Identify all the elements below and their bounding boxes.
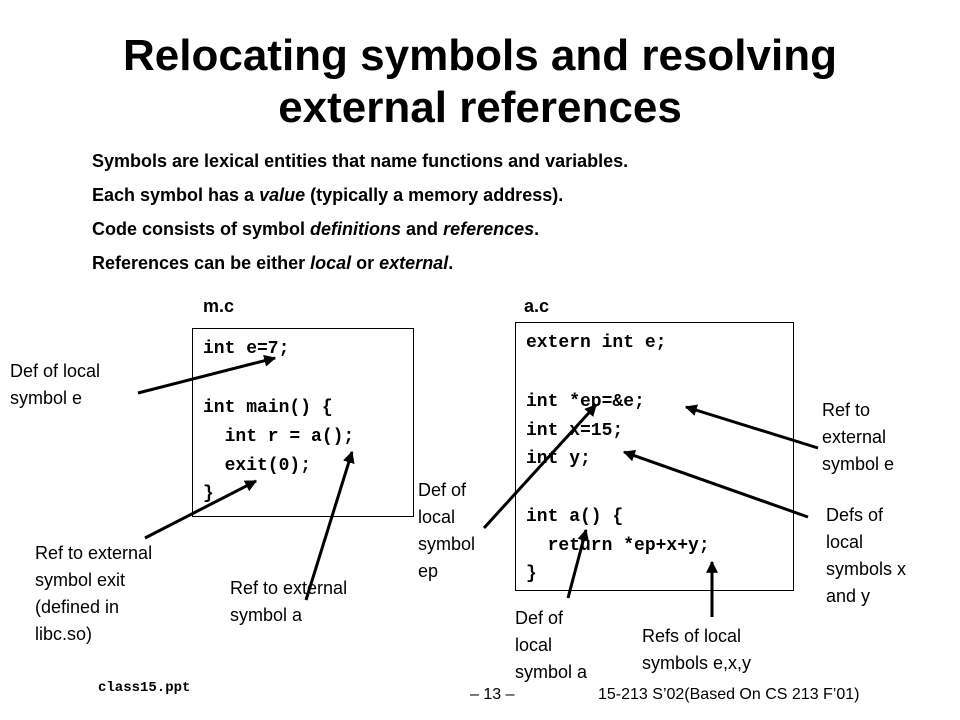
annotation-refs-local-exy: Refs of local symbols e,x,y: [642, 626, 752, 673]
code-line: int x=15;: [526, 421, 624, 441]
annotation-def-local-a: Def of local symbol a: [515, 608, 588, 682]
code-line: int e=7;: [203, 339, 290, 359]
title-line-1: Relocating symbols and resolving: [123, 31, 837, 80]
slide-title: Relocating symbols and resolving externa…: [0, 30, 960, 134]
code-line: int a() {: [526, 507, 624, 527]
footer-page-number: – 13 –: [470, 686, 515, 703]
bullet-item: References can be either local or extern…: [92, 253, 454, 273]
arrow-ref-external-e: [684, 404, 819, 450]
arrow-def-local-e: [137, 354, 277, 395]
footer-file-name: class15.ppt: [98, 680, 191, 696]
arrow-ref-external-exit: [144, 479, 258, 540]
arrow-def-local-a: [566, 528, 590, 599]
code-line: }: [526, 564, 537, 584]
bullet-item: Each symbol has a value (typically a mem…: [92, 185, 564, 205]
annotation-ref-external-e: Ref to external symbol e: [822, 400, 895, 474]
bullet-item: Symbols are lexical entities that name f…: [92, 151, 629, 171]
bullet-list: Symbols are lexical entities that name f…: [92, 148, 628, 284]
ac-code-box: extern int e; int *ep=&e; int x=15; int …: [515, 322, 794, 591]
title-line-2: external references: [278, 83, 682, 132]
annotation-def-local-e: Def of local symbol e: [10, 361, 101, 408]
arrow-defs-local-xy: [622, 449, 809, 519]
bullet-item: Code consists of symbol definitions and …: [92, 219, 540, 239]
code-line: int r = a();: [203, 427, 355, 447]
mc-code-box: int e=7; int main() { int r = a(); exit(…: [192, 328, 414, 517]
footer-course-label: 15-213 S’02(Based On CS 213 F’01): [598, 686, 860, 703]
arrow-ref-external-a: [304, 450, 355, 601]
annotation-defs-local-xy: Defs of local symbols x and y: [826, 505, 907, 606]
arrow-def-local-ep: [482, 403, 598, 530]
code-line: int main() {: [203, 398, 333, 418]
annotation-def-local-ep: Def of local symbol ep: [418, 480, 476, 581]
ac-file-label: a.c: [524, 296, 550, 316]
annotation-ref-external-exit: Ref to external symbol exit (defined in …: [35, 543, 153, 644]
annotation-ref-external-a: Ref to external symbol a: [230, 578, 348, 625]
code-line: return *ep+x+y;: [526, 536, 710, 556]
code-line: extern int e;: [526, 333, 667, 353]
mc-file-label: m.c: [203, 296, 235, 316]
code-line: exit(0);: [203, 456, 312, 476]
code-line: }: [203, 484, 214, 504]
